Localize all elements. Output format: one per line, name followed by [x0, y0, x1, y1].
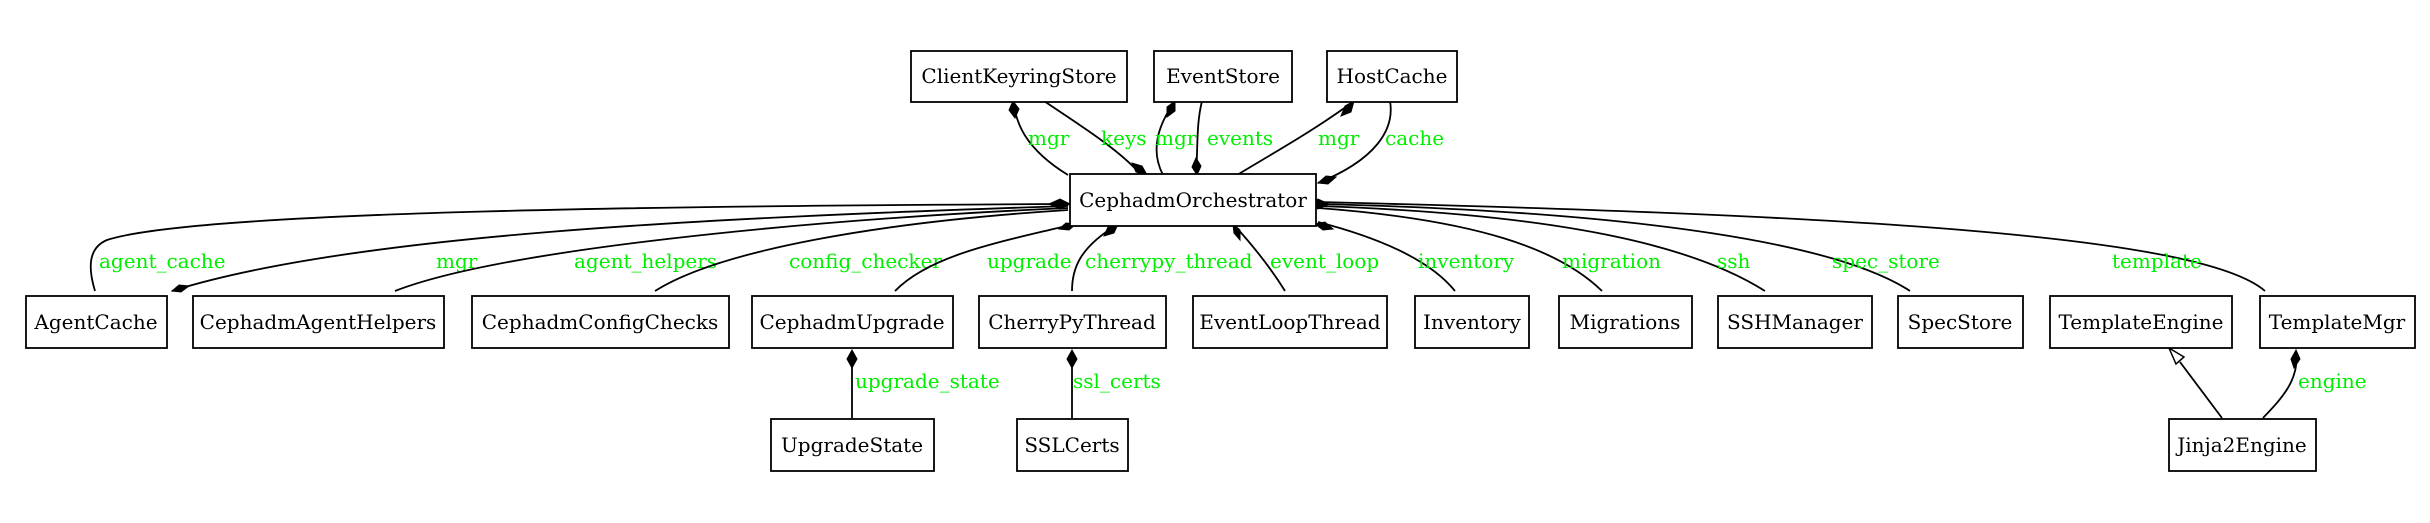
- node-ssh-manager[interactable]: SSHManager: [1717, 295, 1873, 349]
- node-cephadm-orchestrator[interactable]: CephadmOrchestrator: [1069, 173, 1317, 227]
- node-migrations[interactable]: Migrations: [1558, 295, 1693, 349]
- edge-label-orch-spec-store: spec_store: [1832, 249, 1940, 273]
- edge-label-orch-agent-helpers: agent_helpers: [574, 249, 717, 273]
- edge-hostcache-mgr: mgr: [1236, 99, 1360, 176]
- node-template-engine[interactable]: TemplateEngine: [2049, 295, 2233, 349]
- node-label: TemplateEngine: [2059, 310, 2224, 334]
- edge-label-upgrade-state: upgrade_state: [855, 369, 1000, 393]
- node-cephadm-agent-helpers[interactable]: CephadmAgentHelpers: [192, 295, 445, 349]
- edge-label-hostcache-mgr: mgr: [1318, 126, 1360, 150]
- edge-eventstore-mgr: mgr: [1155, 100, 1197, 176]
- node-label: CephadmAgentHelpers: [200, 310, 437, 334]
- node-label: EventStore: [1166, 64, 1280, 88]
- node-label: ClientKeyringStore: [921, 64, 1116, 88]
- edges: mgr keys mgr events mgr: [89, 99, 2367, 419]
- edge-orch-upgrade: upgrade: [894, 222, 1078, 292]
- edge-label-orch-config-checker: config_checker: [789, 249, 942, 273]
- edge-orch-migration: migration: [1317, 207, 1661, 292]
- node-ssl-certs[interactable]: SSLCerts: [1016, 418, 1129, 472]
- node-label: CherryPyThread: [988, 310, 1156, 334]
- edge-label-orch-agent-cache: agent_cache: [99, 249, 226, 273]
- node-client-keyring-store[interactable]: ClientKeyringStore: [910, 50, 1128, 103]
- node-upgrade-state[interactable]: UpgradeState: [770, 418, 935, 472]
- edge-label-orch-cherrypy-thread: cherrypy_thread: [1085, 249, 1253, 273]
- edge-orch-cache: cache: [1316, 100, 1444, 185]
- edge-label-clientkeyring-mgr: mgr: [1028, 126, 1070, 150]
- edge-cherrypy-ssl-certs: ssl_certs: [1066, 348, 1161, 418]
- edge-label-orch-template: template: [2112, 249, 2202, 273]
- node-label: CephadmConfigChecks: [482, 310, 718, 334]
- node-label: Inventory: [1423, 310, 1521, 334]
- edge-label-orch-cache: cache: [1385, 126, 1444, 150]
- node-label: UpgradeState: [781, 433, 923, 457]
- edge-label-eventstore-mgr: mgr: [1155, 126, 1197, 150]
- node-label: Jinja2Engine: [2175, 433, 2307, 457]
- edge-orch-cherrypy-thread: cherrypy_thread: [1071, 223, 1253, 292]
- edge-label-templatemgr-engine: engine: [2298, 369, 2367, 393]
- node-cherrypy-thread[interactable]: CherryPyThread: [978, 295, 1167, 349]
- edge-label-orch-migration: migration: [1562, 249, 1661, 273]
- edge-orch-inventory: inventory: [1313, 221, 1515, 292]
- edge-orch-keys: keys: [1043, 100, 1149, 176]
- node-label: HostCache: [1337, 64, 1448, 88]
- node-template-mgr[interactable]: TemplateMgr: [2259, 295, 2416, 349]
- node-jinja2-engine[interactable]: Jinja2Engine: [2168, 418, 2317, 472]
- edge-label-orch-event-loop: event_loop: [1270, 249, 1379, 273]
- node-label: SSLCerts: [1024, 433, 1119, 457]
- node-inventory[interactable]: Inventory: [1414, 295, 1530, 349]
- node-host-cache[interactable]: HostCache: [1326, 50, 1458, 103]
- edge-label-orch-keys: keys: [1101, 126, 1147, 150]
- nodes: ClientKeyringStore EventStore HostCache …: [25, 50, 2416, 472]
- node-cephadm-upgrade[interactable]: CephadmUpgrade: [751, 295, 954, 349]
- edge-label-orch-upgrade: upgrade: [987, 249, 1072, 273]
- node-label: AgentCache: [33, 310, 157, 334]
- node-label: Migrations: [1570, 310, 1681, 334]
- node-label: SSHManager: [1727, 310, 1863, 334]
- edge-label-orch-ssh: ssh: [1717, 249, 1751, 273]
- node-label: CephadmUpgrade: [759, 310, 944, 334]
- node-agent-cache[interactable]: AgentCache: [25, 295, 168, 349]
- node-spec-store[interactable]: SpecStore: [1897, 295, 2024, 349]
- edge-orch-ssh: ssh: [1317, 205, 1766, 292]
- edge-orch-config-checker: config_checker: [654, 209, 1069, 292]
- edge-upgrade-state: upgrade_state: [846, 348, 1000, 418]
- edge-label-cherrypy-ssl-certs: ssl_certs: [1073, 369, 1161, 393]
- edge-orch-events: events: [1191, 100, 1273, 177]
- edge-label-orch-inventory: inventory: [1418, 249, 1515, 273]
- node-event-loop-thread[interactable]: EventLoopThread: [1192, 295, 1388, 349]
- edge-orch-template: template: [1305, 198, 2266, 292]
- edge-templatemgr-engine: engine: [2262, 348, 2367, 419]
- edge-orch-spec-store: spec_store: [1317, 203, 1940, 292]
- node-label: EventLoopThread: [1199, 310, 1380, 334]
- edge-clientkeyring-mgr: mgr: [1008, 100, 1070, 176]
- edge-label-orch-events: events: [1207, 126, 1273, 150]
- edge-jinja2-inherits: [2167, 346, 2223, 419]
- node-event-store[interactable]: EventStore: [1153, 50, 1293, 103]
- node-cephadm-config-checks[interactable]: CephadmConfigChecks: [471, 295, 730, 349]
- node-label: SpecStore: [1908, 310, 2013, 334]
- edge-orch-event-loop: event_loop: [1232, 222, 1379, 292]
- edge-orch-agent-helpers: agent_helpers: [394, 207, 1069, 292]
- node-label: TemplateMgr: [2269, 310, 2406, 334]
- node-label: CephadmOrchestrator: [1079, 188, 1307, 212]
